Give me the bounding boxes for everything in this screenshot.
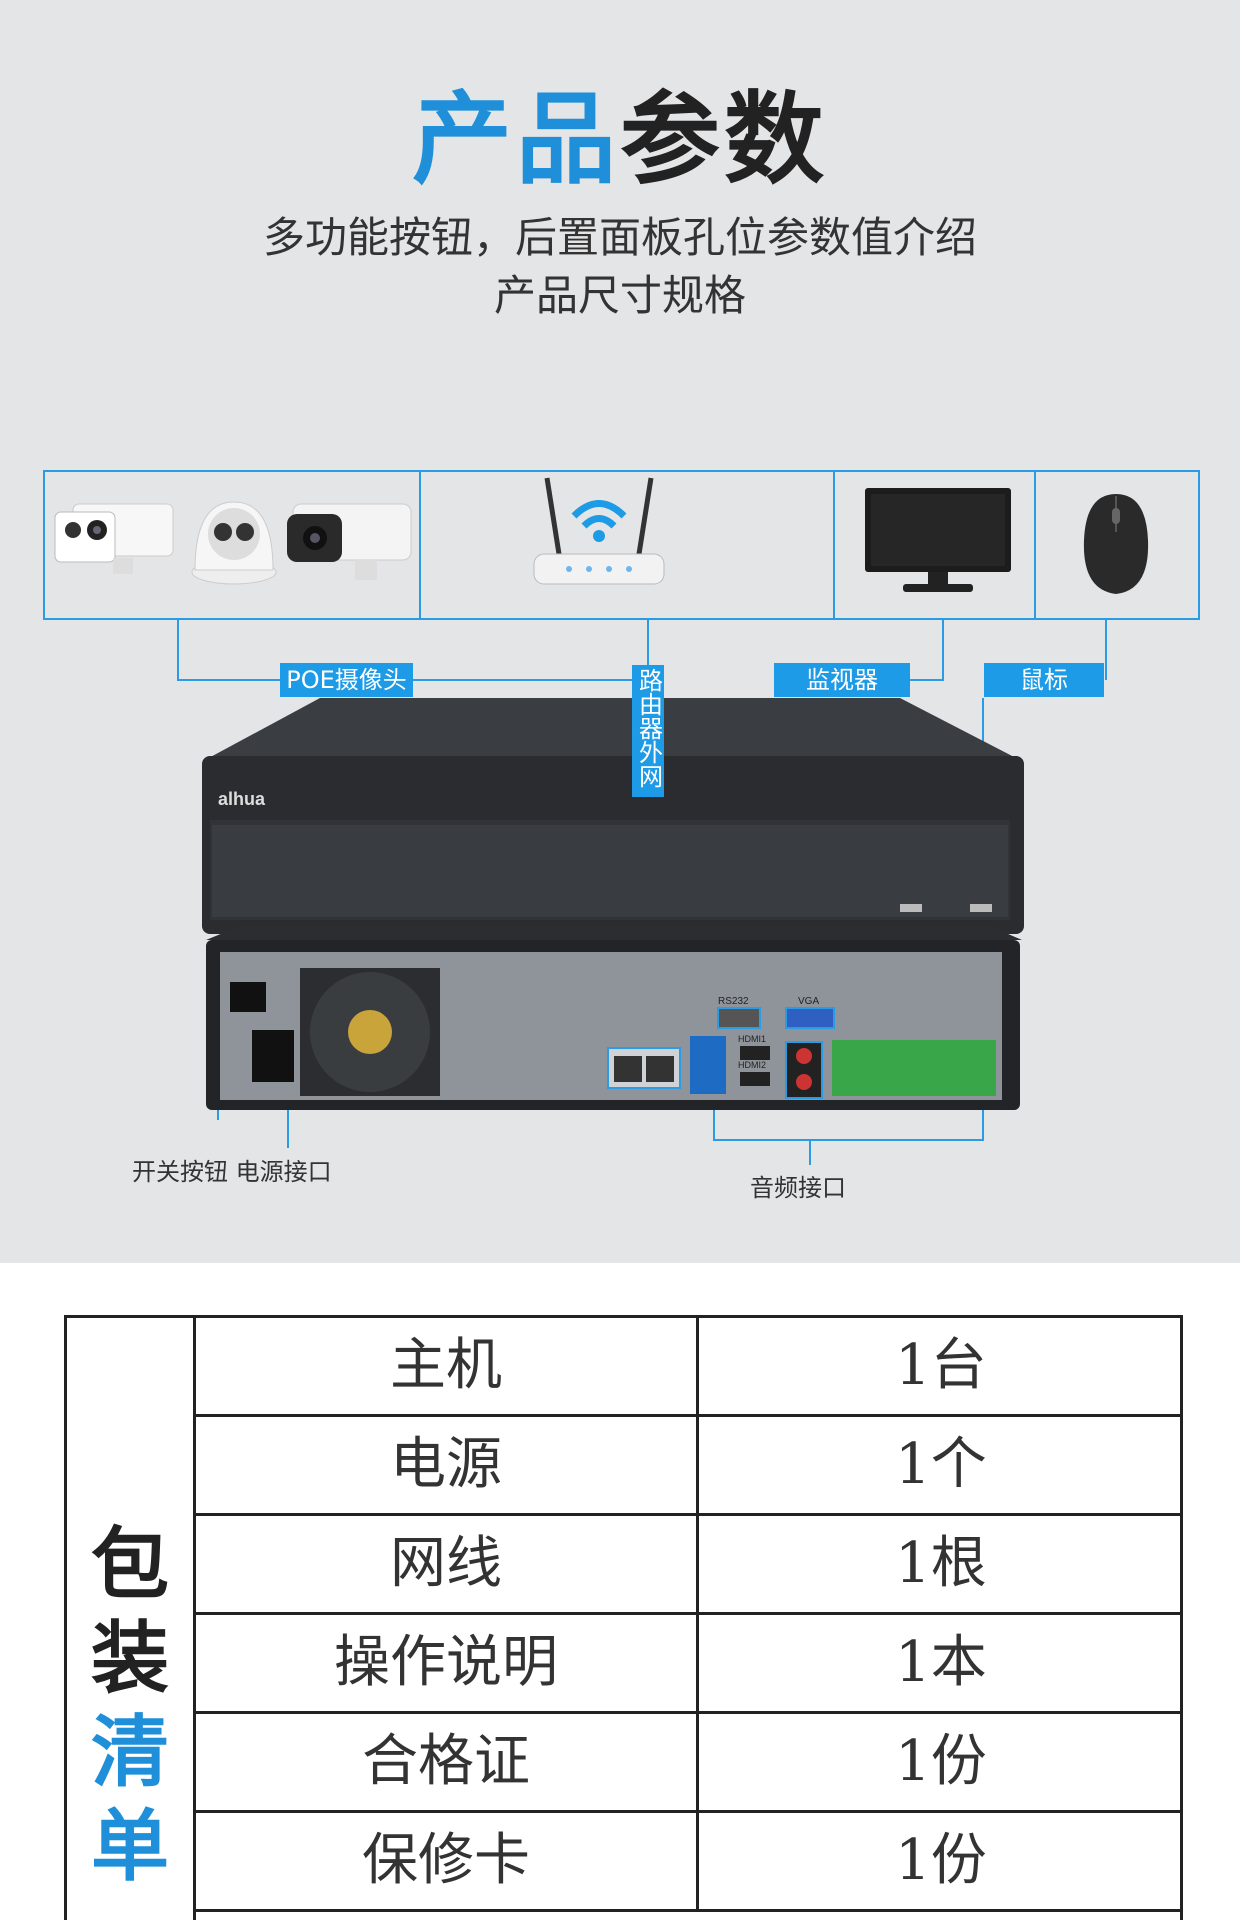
page-title: 产品参数: [0, 80, 1240, 200]
item-quantity: 1份: [895, 1828, 987, 1893]
hdmi2-port-label: HDMI2: [738, 1060, 766, 1070]
poe-camera-tag: POE摄像头: [280, 663, 413, 697]
power-switch-socket-caption: 开关按钮 电源接口: [132, 1158, 332, 1186]
packing-label-char: 装: [90, 1614, 169, 1704]
packing-label-char: 单: [90, 1802, 169, 1892]
product-parameters-section: 产品参数 多功能按钮，后置面板孔位参数值介绍 产品尺寸规格: [0, 0, 1240, 1263]
rs232-port-label: RS232: [718, 996, 749, 1007]
mouse-tag: 鼠标: [984, 663, 1104, 697]
packing-list-table: 包 装 清 单 主机 1台 电源 1个 网线 1根 操作说明 1本 合格证 1份…: [64, 1315, 1183, 1920]
table-row: 网线 1根: [196, 1516, 1183, 1615]
table-row: 电源 1个: [196, 1417, 1183, 1516]
item-quantity: 1台: [895, 1333, 987, 1398]
audio-port-caption: 音频接口: [750, 1174, 846, 1202]
monitor-frame: [833, 470, 1036, 620]
subtitle-line-1: 多功能按钮，后置面板孔位参数值介绍: [262, 213, 977, 262]
nvr-recorder-image: alhua HDMI1 HDMI2 RS232 VGA: [202, 698, 1024, 1110]
item-name: 保修卡: [196, 1813, 699, 1909]
item-name: 电源: [196, 1417, 699, 1513]
table-row: 主机 1台: [196, 1318, 1183, 1417]
dome-camera-icon: [191, 501, 277, 585]
item-quantity: 1个: [895, 1432, 987, 1497]
item-name: 主机: [196, 1318, 699, 1414]
wifi-router-icon: [533, 477, 665, 585]
table-row: 操作说明 1本: [196, 1615, 1183, 1714]
item-quantity: 1份: [895, 1729, 987, 1794]
item-quantity: 1根: [895, 1531, 987, 1596]
item-quantity: 1本: [895, 1630, 987, 1695]
table-row: 合格证 1份: [196, 1714, 1183, 1813]
title-blue-part: 产品: [412, 81, 620, 198]
item-name: 合格证: [196, 1714, 699, 1810]
packing-label-char: 清: [90, 1708, 169, 1798]
item-name: 操作说明: [196, 1615, 699, 1711]
monitor-icon: [865, 488, 1011, 592]
table-row: 保修卡 1份: [196, 1813, 1183, 1912]
router-tag-text: 路由器外网: [634, 668, 663, 788]
mouse-icon: [1083, 494, 1149, 594]
bullet-camera-icon: [54, 503, 174, 574]
monitor-tag: 监视器: [774, 663, 910, 697]
mouse-frame: [1034, 470, 1200, 620]
router-tag: 路由器外网: [632, 665, 664, 797]
packing-label-char: 包: [90, 1520, 169, 1610]
brand-logo: alhua: [218, 789, 266, 809]
vga-port-label: VGA: [798, 996, 819, 1007]
item-name: 网线: [196, 1516, 699, 1612]
title-black-part: 参数: [620, 81, 828, 198]
packing-list-label: 包 装 清 单: [67, 1318, 196, 1920]
hdmi1-port-label: HDMI1: [738, 1034, 766, 1044]
subtitle-line-2: 产品尺寸规格: [493, 271, 746, 320]
bullet-camera-icon: [287, 503, 412, 580]
